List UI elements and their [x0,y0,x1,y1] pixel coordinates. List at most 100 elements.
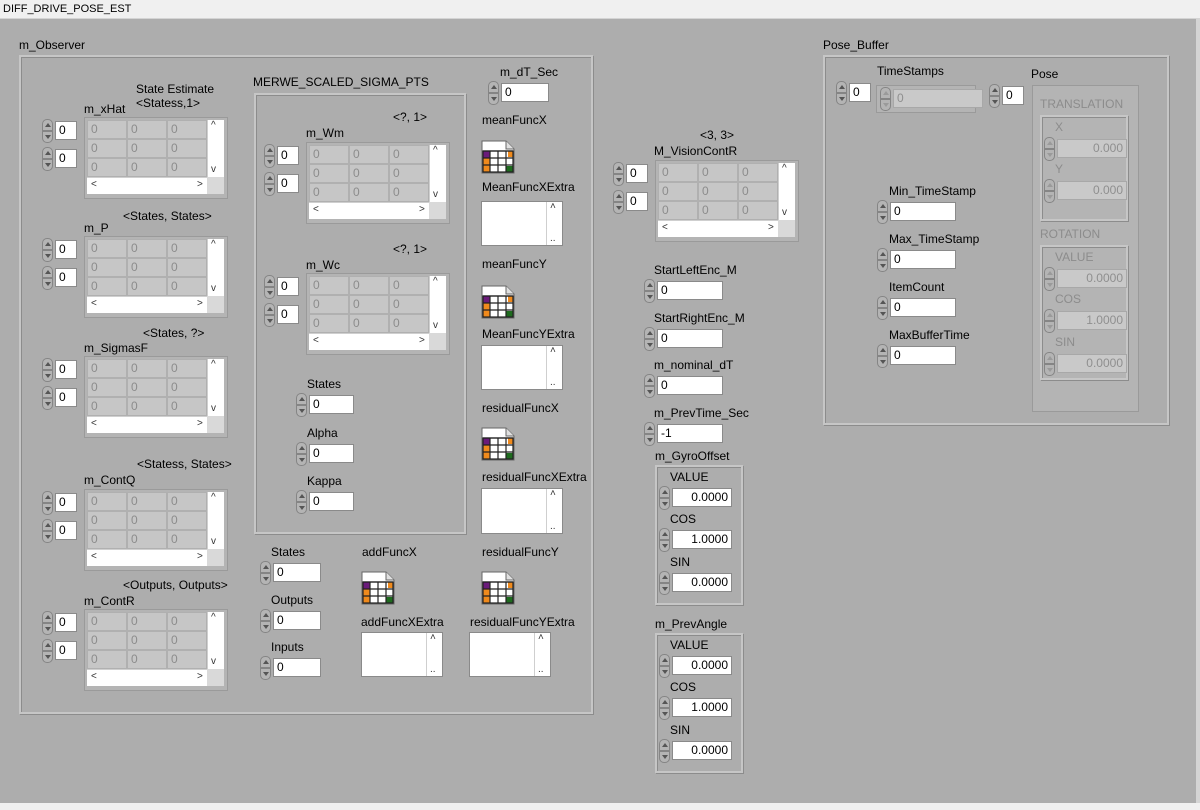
xhat-cell[interactable]: 0 [127,158,167,177]
horizontal-scrollbar[interactable] [0,803,1200,810]
xhat-cell[interactable]: 0 [127,120,167,139]
increment-arrow-icon[interactable] [42,519,53,531]
contq-index1[interactable]: 0 [55,521,77,540]
maxtimestamp-field-spinner[interactable] [877,248,888,272]
increment-arrow-icon[interactable] [1044,309,1055,321]
visioncontr-hscroll[interactable] [658,220,778,237]
contr-cell[interactable]: 0 [127,650,167,669]
increment-arrow-icon[interactable] [989,84,1000,96]
contq-cell[interactable]: 0 [167,530,207,549]
visioncontr-cell[interactable]: 0 [738,201,778,220]
chevron-left-icon[interactable]: < [91,298,97,309]
decrement-arrow-icon[interactable] [264,287,275,299]
chevron-right-icon[interactable]: > [419,335,425,346]
gyro-sin-field[interactable]: 0.0000 [672,573,732,592]
addfuncxextra-box-scroll[interactable] [426,633,442,676]
chevron-up-icon[interactable]: ^ [782,163,787,174]
chevron-right-icon[interactable]: > [419,204,425,215]
meanfuncyextra-box-scroll[interactable] [546,346,562,389]
decrement-arrow-icon[interactable] [659,666,670,678]
xhat-hscroll[interactable] [87,177,207,194]
decrement-arrow-icon[interactable] [264,315,275,327]
increment-arrow-icon[interactable] [877,248,888,260]
chevron-right-icon[interactable]: > [768,222,774,233]
chevron-down-icon[interactable]: v [433,189,438,200]
decrement-arrow-icon[interactable] [644,339,655,351]
xhat-index1-spinner[interactable] [42,147,53,171]
startleftenc-field[interactable]: 0 [657,281,723,300]
contq-cell[interactable]: 0 [127,511,167,530]
increment-arrow-icon[interactable] [264,172,275,184]
decrement-arrow-icon[interactable] [296,454,307,466]
sigmasf-cell[interactable]: 0 [167,359,207,378]
increment-arrow-icon[interactable] [42,639,53,651]
decrement-arrow-icon[interactable] [42,250,53,262]
contq-cell[interactable]: 0 [167,492,207,511]
xhat-index1[interactable]: 0 [55,149,77,168]
decrement-arrow-icon[interactable] [42,398,53,410]
visioncontr-index0[interactable]: 0 [626,164,648,183]
itemcount-field-spinner[interactable] [877,296,888,320]
nominal-dt-field-spinner[interactable] [644,374,655,398]
contr-index1-spinner[interactable] [42,639,53,663]
chevron-left-icon[interactable]: < [313,204,319,215]
chevron-up-icon[interactable]: ^ [211,492,216,503]
decrement-arrow-icon[interactable] [877,356,888,368]
sigmasf-cell[interactable]: 0 [127,397,167,416]
dt-sec-field-spinner[interactable] [488,81,499,105]
prevangle-value-field-spinner[interactable] [659,654,670,678]
wc-index0[interactable]: 0 [277,277,299,296]
contq-hscroll[interactable] [87,549,207,566]
decrement-arrow-icon[interactable] [613,174,624,186]
decrement-arrow-icon[interactable] [877,212,888,224]
wm-cell[interactable]: 0 [309,183,349,202]
sigmasf-cell[interactable]: 0 [167,378,207,397]
increment-arrow-icon[interactable] [42,238,53,250]
wm-cell[interactable]: 0 [309,164,349,183]
visioncontr-index0-spinner[interactable] [613,162,624,186]
p-cell[interactable]: 0 [127,277,167,296]
wc-vscroll[interactable] [429,276,446,333]
itemcount-field[interactable]: 0 [890,298,956,317]
contq-cell[interactable]: 0 [127,530,167,549]
alpha-field[interactable]: 0 [309,444,354,463]
chevron-up-icon[interactable]: ˄ [550,345,556,356]
wc-cell[interactable]: 0 [309,314,349,333]
contr-index0-spinner[interactable] [42,611,53,635]
wm-vscroll[interactable] [429,145,446,202]
decrement-arrow-icon[interactable] [1044,279,1055,291]
kappa-field-spinner[interactable] [296,490,307,514]
rotation-cos-field-spinner[interactable] [1044,309,1055,333]
decrement-arrow-icon[interactable] [260,573,271,585]
contr-cell[interactable]: 0 [87,631,127,650]
dt-sec-field[interactable]: 0 [501,83,549,102]
increment-arrow-icon[interactable] [1044,179,1055,191]
decrement-arrow-icon[interactable] [1044,191,1055,203]
increment-arrow-icon[interactable] [260,656,271,668]
decrement-arrow-icon[interactable] [42,131,53,143]
increment-arrow-icon[interactable] [1044,137,1055,149]
visioncontr-cell[interactable]: 0 [738,182,778,201]
xhat-cell[interactable]: 0 [167,120,207,139]
decrement-arrow-icon[interactable] [836,93,847,105]
decrement-arrow-icon[interactable] [1044,149,1055,161]
chevron-right-icon[interactable]: > [197,179,203,190]
contq-cell[interactable]: 0 [87,511,127,530]
gyro-value-field[interactable]: 0.0000 [672,488,732,507]
p-cell[interactable]: 0 [87,277,127,296]
states-field[interactable]: 0 [273,563,321,582]
contq-cell[interactable]: 0 [87,492,127,511]
wm-cell[interactable]: 0 [389,164,429,183]
nominal-dt-field[interactable]: 0 [657,376,723,395]
chevron-right-icon[interactable]: > [197,551,203,562]
sp-states-field[interactable]: 0 [309,395,354,414]
residualfuncyextra-box-scroll[interactable] [534,633,550,676]
contq-cell[interactable]: 0 [167,511,207,530]
chevron-down-icon[interactable]: v [782,207,787,218]
p-index1-spinner[interactable] [42,266,53,290]
startrightenc-field[interactable]: 0 [657,329,723,348]
increment-arrow-icon[interactable] [42,358,53,370]
decrement-arrow-icon[interactable] [613,202,624,214]
timestamps-value-spinner[interactable] [880,87,891,111]
wm-cell[interactable]: 0 [349,145,389,164]
